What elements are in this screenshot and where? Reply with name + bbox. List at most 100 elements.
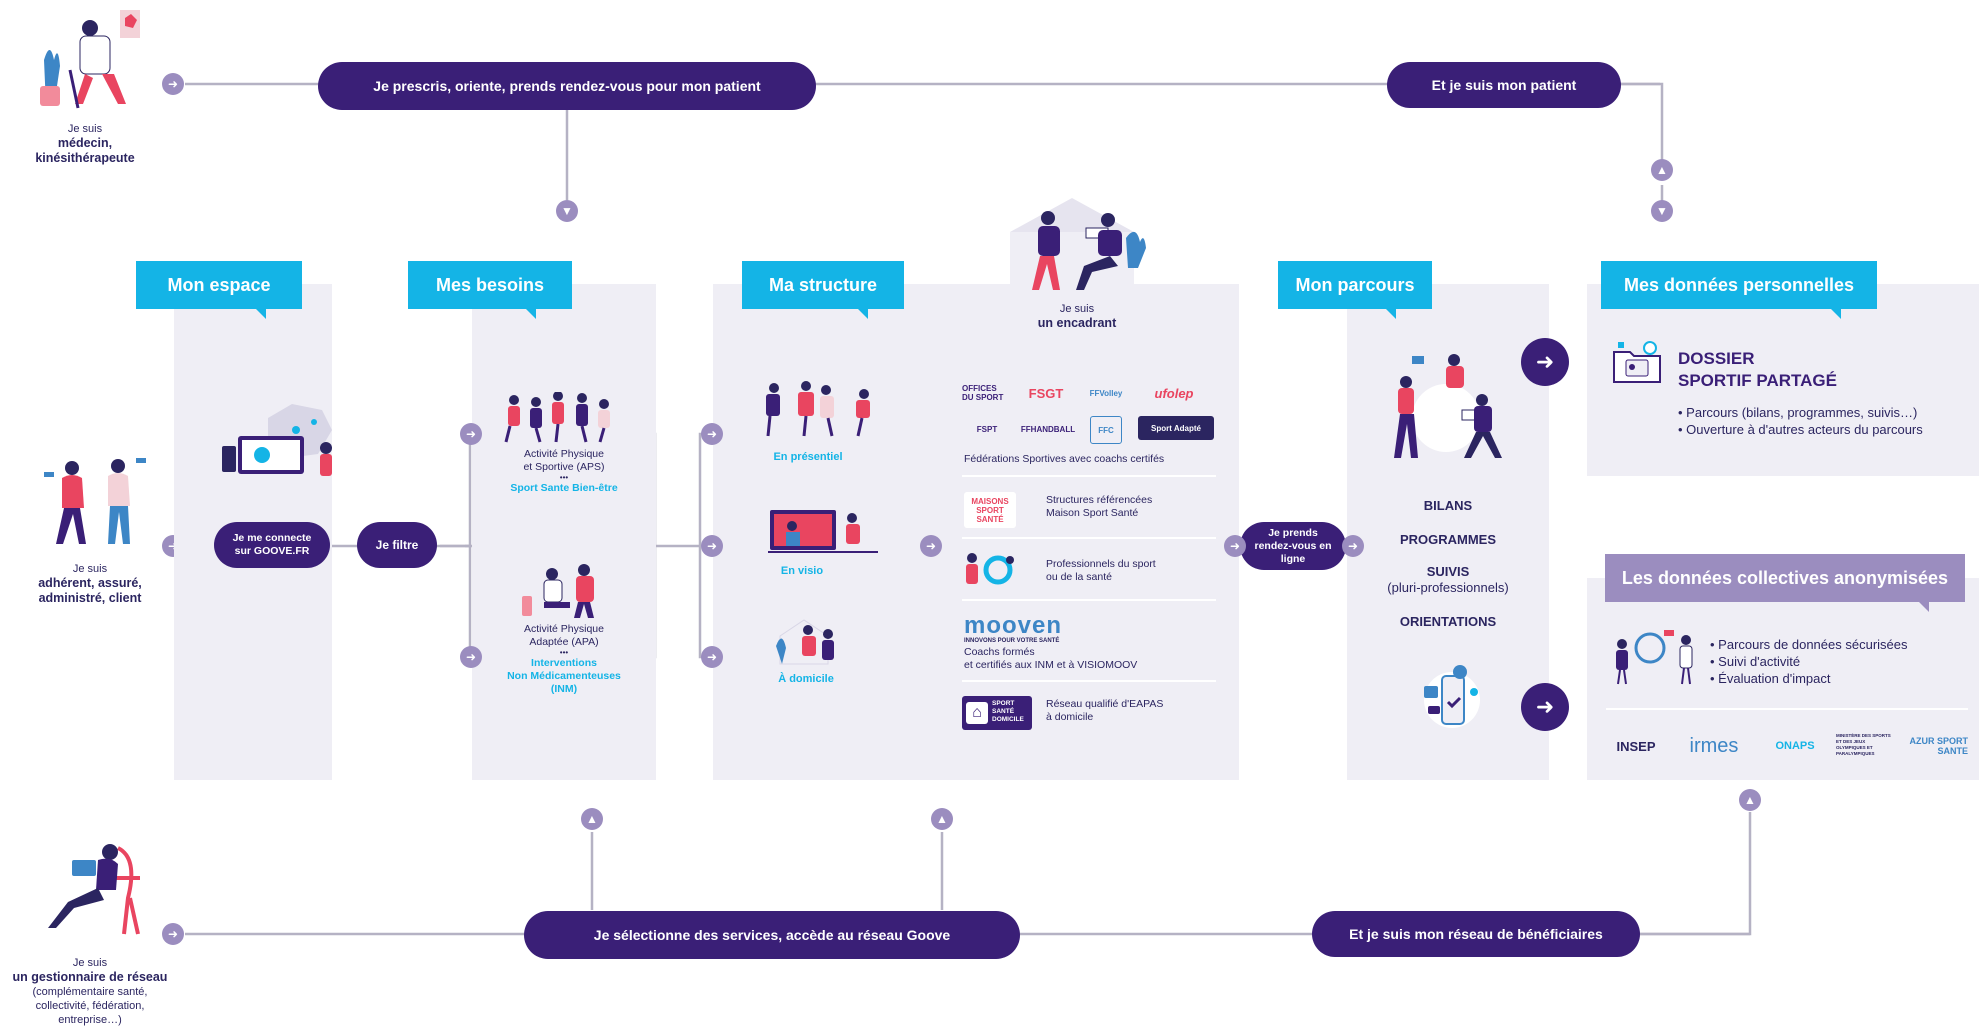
federation-logo: FSGT xyxy=(1028,385,1064,401)
arrow-right-icon[interactable]: ➜ xyxy=(1521,338,1569,386)
arrow-right-icon[interactable]: ➜ xyxy=(1521,683,1569,731)
connect-goove-button[interactable]: Je me connecte sur GOOVE.FR xyxy=(214,522,330,568)
federations-caption: Fédérations Sportives avec coachs certif… xyxy=(964,453,1165,465)
tab-ma-structure[interactable]: Ma structure xyxy=(742,261,904,319)
federation-logo: FFC xyxy=(1090,416,1122,444)
mode-presentiel-label: En présentiel xyxy=(773,451,843,463)
bottom-flow-pill-reseau[interactable]: Et je suis mon réseau de bénéficiaires xyxy=(1312,911,1640,957)
adherents-illustration xyxy=(40,448,150,548)
actor-medecin-label: Je suis médecin, kinésithérapeute xyxy=(35,123,135,165)
divider xyxy=(962,475,1216,477)
arrow-right-icon[interactable]: ➜ xyxy=(701,535,723,557)
phone-illustration xyxy=(1420,662,1484,736)
mode-domicile-label: À domicile xyxy=(778,673,834,685)
parcours-list: BILANS PROGRAMMES SUIVIS (pluri-professi… xyxy=(1350,496,1546,632)
dossier-title: DOSSIER SPORTIF PARTAGÉ xyxy=(1678,349,1837,390)
federation-logo: OFFICES DU SPORT xyxy=(962,384,1004,402)
actor-encadrant-label: Je suis un encadrant xyxy=(1037,303,1117,330)
mooven-logo: mooven INNOVONS POUR VOTRE SANTÉ xyxy=(964,612,1063,645)
federation-logo: Sport Adapté xyxy=(1138,416,1214,440)
apa-label: Activité Physique Adaptée (APA) ••• Inte… xyxy=(507,623,621,695)
folder-icon xyxy=(1610,340,1666,384)
parcours-item: (pluri-professionnels) xyxy=(1387,580,1509,595)
partner-logo: irmes xyxy=(1689,734,1739,757)
doctor-illustration xyxy=(30,10,142,110)
top-flow-pill-prescris[interactable]: Je prescris, oriente, prends rendez-vous… xyxy=(318,62,816,110)
aps-label: Activité Physique et Sportive (APS) ••• … xyxy=(510,448,618,494)
maison-label: Structures référencées Maison Sport Sant… xyxy=(1046,494,1153,519)
federation-logos: OFFICES DU SPORT FSGT FFVolley ufolep FS… xyxy=(962,380,1222,450)
pros-label: Professionnels du sport ou de la santé xyxy=(1046,558,1156,583)
divider xyxy=(962,680,1216,682)
parcours-item: BILANS xyxy=(1423,498,1473,513)
parcours-illustration xyxy=(1386,352,1506,462)
arrow-right-icon[interactable]: ➜ xyxy=(920,535,942,557)
tab-mon-parcours[interactable]: Mon parcours xyxy=(1278,261,1432,319)
tab-donnees-perso[interactable]: Mes données personnelles xyxy=(1601,261,1877,319)
aps-illustration xyxy=(500,391,620,444)
apa-illustration xyxy=(518,560,608,620)
arrow-right-icon[interactable]: ➜ xyxy=(162,73,184,95)
maison-sport-sante-logo: MAISONS SPORT SANTÉ xyxy=(964,492,1016,528)
partner-logo: ONAPS xyxy=(1775,740,1815,752)
bullet-item: • Parcours de données sécurisées xyxy=(1710,637,1908,652)
goove-devices-illustration xyxy=(210,400,350,480)
mooven-label: Coachs formés et certifiés aux INM et à … xyxy=(964,646,1138,671)
encadrant-illustration xyxy=(1000,198,1150,298)
visio-illustration xyxy=(768,506,878,556)
gestionnaire-illustration xyxy=(40,838,150,938)
sport-sante-domicile-logo: ⌂ SPORT SANTÉ DOMICILE xyxy=(962,696,1032,730)
arrow-up-icon[interactable]: ▲ xyxy=(1651,159,1673,181)
eapas-label: Réseau qualifié d'EAPAS à domicile xyxy=(1046,698,1164,723)
partner-logo: MINISTÈRE DES SPORTS ET DES JEUX OLYMPIQ… xyxy=(1836,733,1891,756)
tab-mon-espace[interactable]: Mon espace xyxy=(136,261,302,319)
actor-gestionnaire-label: Je suis un gestionnaire de réseau (compl… xyxy=(12,957,168,1026)
rdv-online-button[interactable]: Je prends rendez-vous en ligne xyxy=(1240,522,1346,570)
bullet-item: • Parcours (bilans, programmes, suivis…) xyxy=(1678,405,1918,420)
tab-mes-besoins[interactable]: Mes besoins xyxy=(408,261,572,319)
home-icon: ⌂ xyxy=(966,702,988,724)
partner-logo: INSEP xyxy=(1616,738,1656,754)
divider xyxy=(1606,708,1968,710)
domicile-illustration xyxy=(774,616,844,666)
arrow-up-icon[interactable]: ▲ xyxy=(581,808,603,830)
federation-logo: FFVolley xyxy=(1089,388,1123,398)
pros-illustration xyxy=(962,550,1018,590)
parcours-item: ORIENTATIONS xyxy=(1399,614,1497,629)
panel-donnees-collectives xyxy=(1587,578,1979,780)
actor-adherent-label: Je suis adhérent, assuré, administré, cl… xyxy=(38,563,142,605)
arrow-up-icon[interactable]: ▲ xyxy=(1739,789,1761,811)
divider xyxy=(962,599,1216,601)
donnees-perso-bullets: • Parcours (bilans, programmes, suivis…)… xyxy=(1678,404,1978,438)
bottom-flow-pill-selectionne[interactable]: Je sélectionne des services, accède au r… xyxy=(524,911,1020,959)
arrow-up-icon[interactable]: ▲ xyxy=(931,808,953,830)
presentiel-illustration xyxy=(760,380,880,440)
bullet-item: • Évaluation d'impact xyxy=(1710,671,1831,686)
filter-button[interactable]: Je filtre xyxy=(357,522,437,568)
arrow-right-icon[interactable]: ➜ xyxy=(701,646,723,668)
federation-logo: FSPT xyxy=(976,424,998,434)
arrow-down-icon[interactable]: ▼ xyxy=(556,200,578,222)
divider xyxy=(962,537,1216,539)
arrow-right-icon[interactable]: ➜ xyxy=(162,923,184,945)
parcours-item: PROGRAMMES xyxy=(1399,532,1497,547)
parcours-item: SUIVIS xyxy=(1426,564,1470,579)
arrow-right-icon[interactable]: ➜ xyxy=(460,423,482,445)
partner-logos: INSEP irmes ONAPS MINISTÈRE DES SPORTS E… xyxy=(1610,726,1974,766)
donnees-collectives-bullets: • Parcours de données sécurisées • Suivi… xyxy=(1710,636,1970,687)
arrow-right-icon[interactable]: ➜ xyxy=(1224,535,1246,557)
arrow-right-icon[interactable]: ➜ xyxy=(460,646,482,668)
top-flow-pill-suis-patient[interactable]: Et je suis mon patient xyxy=(1387,62,1621,108)
arrow-right-icon[interactable]: ➜ xyxy=(701,423,723,445)
federation-logo: FFHANDBALL xyxy=(1020,424,1076,434)
bullet-item: • Ouverture à d'autres acteurs du parcou… xyxy=(1678,422,1923,437)
mode-visio-label: En visio xyxy=(780,565,824,577)
federation-logo: ufolep xyxy=(1154,385,1194,401)
analytics-illustration xyxy=(1610,626,1700,686)
arrow-down-icon[interactable]: ▼ xyxy=(1651,200,1673,222)
tab-donnees-collectives[interactable]: Les données collectives anonymisées xyxy=(1605,554,1965,612)
panel-mes-besoins xyxy=(472,284,656,780)
bullet-item: • Suivi d'activité xyxy=(1710,654,1801,669)
arrow-right-icon[interactable]: ➜ xyxy=(1342,535,1364,557)
partner-logo: AZUR SPORT SANTE xyxy=(1909,736,1969,756)
